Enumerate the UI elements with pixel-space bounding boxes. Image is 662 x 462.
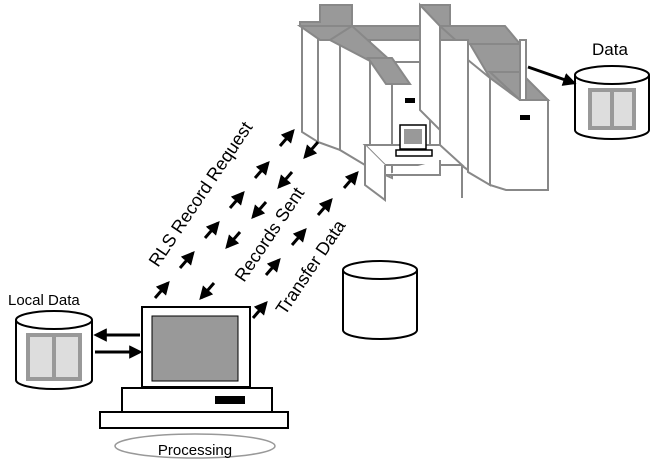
processing-label: Processing [158,442,232,459]
rls-request-arrows [153,128,295,299]
mainframe-icon [296,2,551,191]
local-data-label: Local Data [8,292,80,309]
console-terminal-icon [395,124,433,157]
workstation-icon [99,306,289,429]
mainframe-to-data-arrow [527,65,577,86]
processing-pad: Processing [114,433,276,459]
empty-disk-icon [342,260,418,340]
local-data-disk-icon [15,310,93,390]
transfer-data-arrows [251,170,359,319]
rls-request-label: RLS Record Request [145,118,257,270]
records-sent-arrows [199,141,320,301]
remote-data-disk-icon [574,65,650,140]
drive-slot-icon [215,396,245,404]
remote-data-label: Data [592,40,628,59]
